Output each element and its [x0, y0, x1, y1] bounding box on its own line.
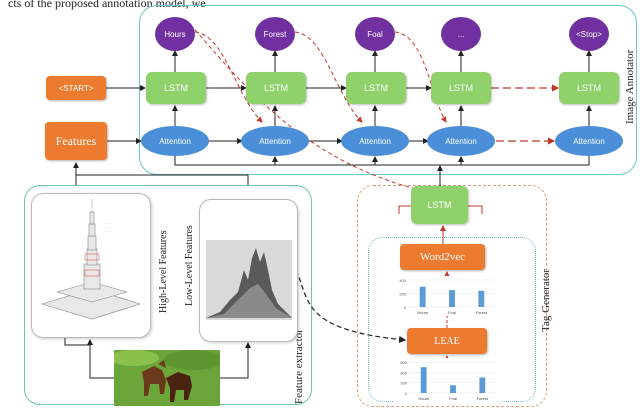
- x-tick-label: Foal: [448, 310, 456, 315]
- svg-text:·········: ·········: [104, 221, 113, 225]
- y-tick-label: 400: [400, 370, 407, 375]
- output-word-node: <Stop>: [569, 17, 609, 51]
- bar: [449, 290, 455, 307]
- leae-box: LEAE: [407, 328, 487, 354]
- tag-generator-outer-panel: [357, 185, 547, 407]
- high-level-features-card: ········· ········· ·········: [31, 193, 151, 338]
- attention-node: Attention: [241, 126, 309, 156]
- output-word-node: Hours: [155, 17, 195, 51]
- input-photo: [109, 350, 224, 406]
- lstm-cell: LSTM: [431, 72, 491, 104]
- x-tick-label: Foal: [449, 396, 457, 401]
- start-token-box: <START>: [46, 76, 106, 100]
- output-word-node: ...: [441, 17, 481, 51]
- lstm-cell: LSTM: [559, 72, 619, 104]
- lstm-cell: LSTM: [246, 72, 306, 104]
- x-tick-label: Forest: [477, 396, 489, 401]
- output-word-node: Foal: [355, 17, 395, 51]
- y-tick-label: 0: [404, 305, 407, 310]
- attention-node: Attention: [427, 126, 495, 156]
- high-level-features-label: High-Level Features: [158, 230, 169, 313]
- tag-generator-lstm: LSTM: [411, 186, 468, 224]
- y-tick-label: 600: [400, 360, 407, 365]
- bar: [419, 286, 426, 307]
- horse-photo-illustration: [109, 350, 224, 406]
- svg-text:·········: ·········: [104, 229, 113, 233]
- lstm-cell: LSTM: [146, 72, 206, 104]
- header-text: cts of the proposed annotation model, we: [8, 0, 206, 10]
- lstm-cell: LSTM: [346, 72, 406, 104]
- output-word-node: Forest: [255, 17, 295, 51]
- low-level-features-card: [199, 199, 298, 342]
- attention-node: Attention: [555, 126, 623, 156]
- svg-text:·········: ·········: [104, 225, 113, 229]
- y-tick-label: 400: [399, 278, 406, 283]
- bar: [420, 367, 427, 393]
- x-tick-label: Hours: [417, 310, 428, 315]
- image-annotator-panel: [139, 5, 637, 175]
- attention-node: Attention: [341, 126, 409, 156]
- features-box: Features: [45, 122, 107, 160]
- x-tick-label: Forest: [476, 310, 488, 315]
- network-diagram-icon: ········· ········· ·········: [40, 199, 142, 320]
- histogram-icon: [206, 240, 292, 320]
- bar: [450, 385, 456, 393]
- attention-node: Attention: [141, 126, 209, 156]
- bar: [478, 290, 485, 307]
- x-tick-label: Hours: [418, 396, 429, 401]
- word2vec-box: Word2vec: [400, 244, 485, 270]
- y-tick-label: 0: [405, 391, 408, 396]
- bar: [479, 377, 486, 393]
- y-tick-label: 200: [400, 381, 407, 386]
- low-level-features-label: Low-Level Features: [184, 225, 195, 306]
- y-tick-label: 200: [399, 292, 406, 297]
